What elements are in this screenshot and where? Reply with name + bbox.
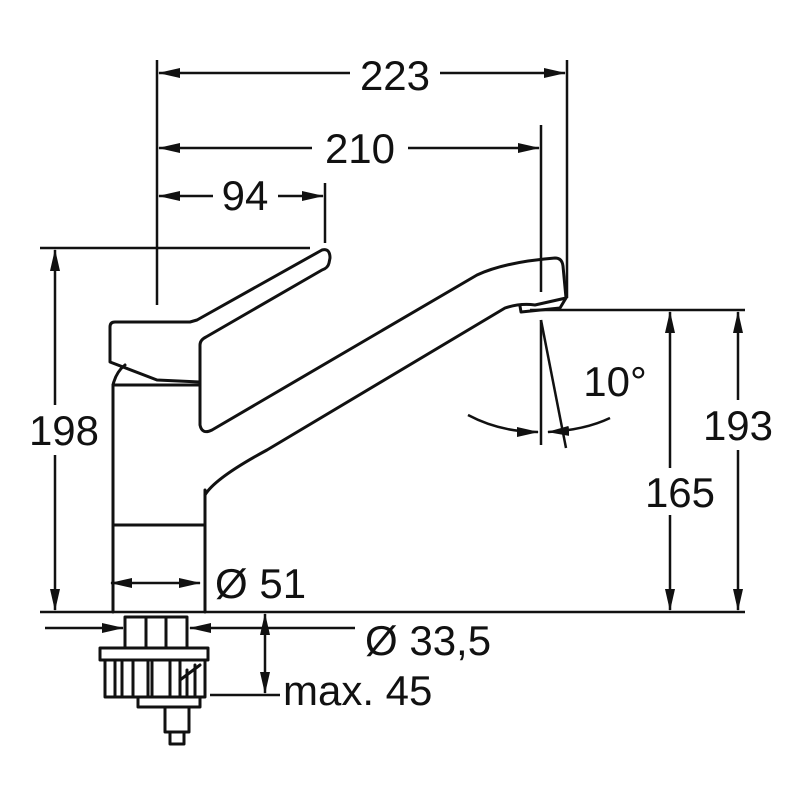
dimension-lines	[45, 68, 743, 694]
mounting-base	[98, 615, 210, 746]
lever	[108, 248, 332, 384]
dim-overall-reach: 223	[360, 52, 430, 99]
dim-body-diameter: Ø 51	[215, 560, 306, 607]
dim-outlet-height: 165	[645, 469, 715, 516]
dim-max-thickness: max. 45	[283, 667, 432, 714]
dim-angle: 10°	[583, 358, 647, 405]
dim-total-height: 198	[29, 407, 99, 454]
dim-lever-reach: 94	[222, 172, 269, 219]
dim-spout-reach: 210	[325, 125, 395, 172]
faucet-body	[111, 363, 207, 614]
dim-thread-diameter: Ø 33,5	[365, 617, 491, 664]
extension-lines	[40, 60, 745, 697]
spout	[198, 256, 568, 497]
dim-outlet-height-max: 193	[703, 402, 773, 449]
